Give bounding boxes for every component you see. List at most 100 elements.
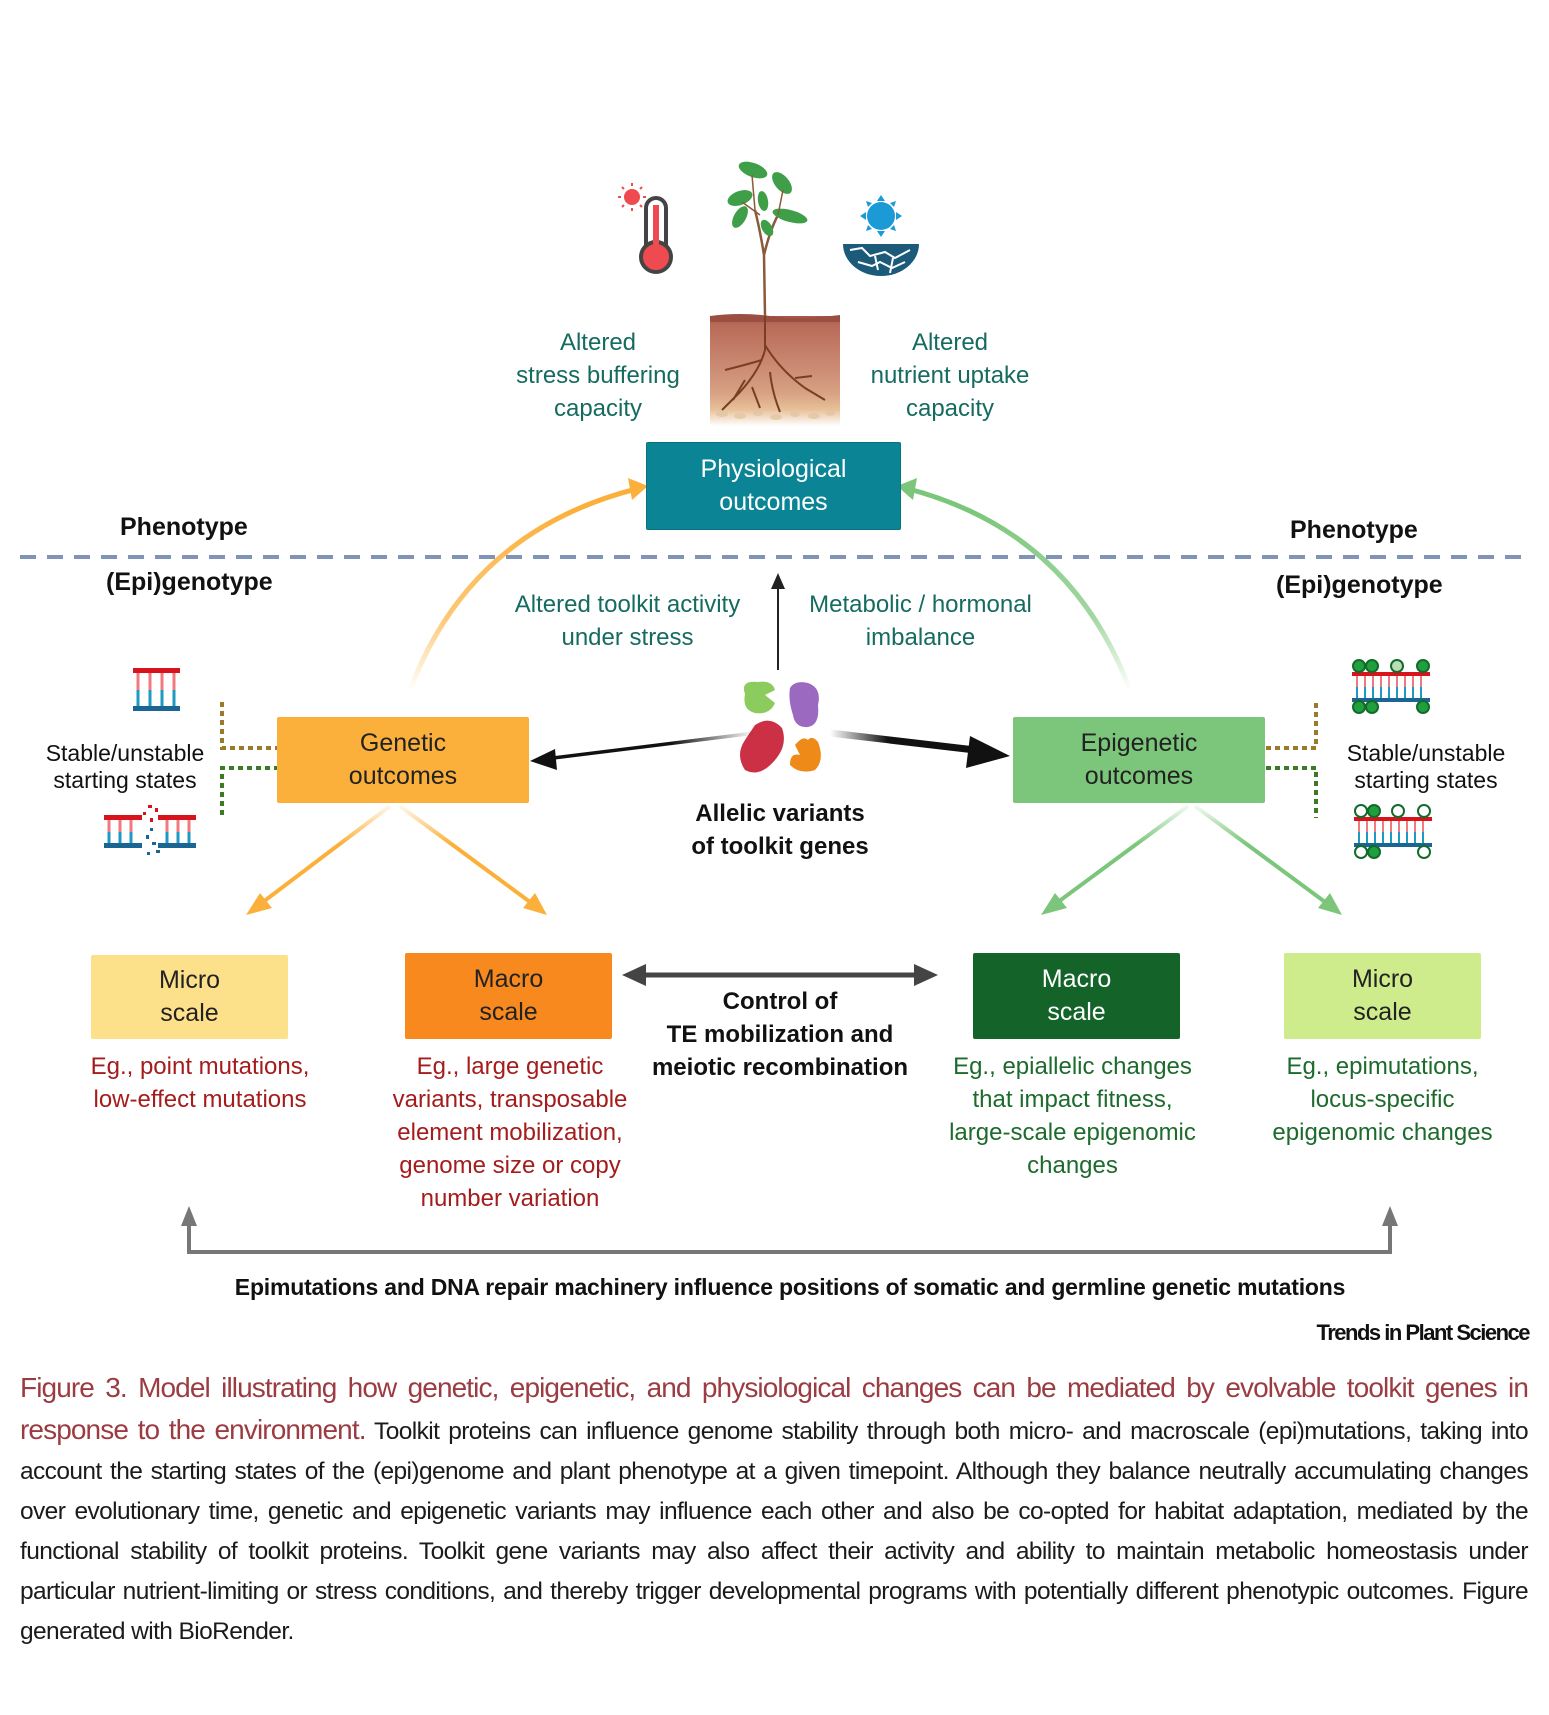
label-line: stress buffering — [516, 362, 680, 389]
dna-partially-methylated-icon — [1354, 804, 1432, 859]
label-line: Stable/unstable — [45, 740, 205, 766]
label-line: capacity — [553, 395, 643, 422]
bottom-statement: Epimutations and DNA repair machinery in… — [234, 1274, 1346, 1300]
box-line: scale — [1353, 998, 1412, 1026]
label-line: Altered — [911, 329, 989, 356]
label-line: meiotic recombination — [651, 1054, 909, 1081]
nutrient-uptake-label: Altered nutrient uptake capacity — [846, 326, 1054, 425]
box-line: outcomes — [719, 488, 828, 516]
label-line: starting states — [53, 767, 197, 793]
box-line: outcomes — [1084, 762, 1194, 790]
phenotype-label-left: Phenotype — [120, 513, 248, 541]
arrowhead — [1318, 893, 1342, 915]
desc-line: element mobilization, — [397, 1119, 623, 1146]
toolkit-proteins-icon — [740, 681, 821, 773]
box-line: Macro — [1041, 965, 1112, 993]
desc-line: variants, transposable — [392, 1086, 628, 1113]
epigenetic-outcomes-box: Epigenetic outcomes — [1013, 717, 1265, 803]
box-line: Micro — [158, 966, 221, 994]
label-line: Control of — [722, 988, 838, 1015]
starting-states-label-left: Stable/unstable starting states — [30, 740, 220, 794]
desc-line: low-effect mutations — [93, 1086, 307, 1113]
label-line: TE mobilization and — [666, 1021, 894, 1048]
bottom-bracket-arrow — [187, 1225, 1392, 1254]
desc-line: number variation — [420, 1185, 600, 1212]
epigenetic-micro-scale-box: Micro scale — [1284, 953, 1481, 1039]
box-line: scale — [1047, 998, 1106, 1026]
box-line: Physiological — [700, 455, 847, 483]
arrowhead — [246, 893, 272, 915]
desc-line: that impact fitness, — [972, 1086, 1173, 1113]
arrowhead — [966, 736, 1010, 768]
epigenotype-label-left: (Epi)genotype — [106, 568, 273, 596]
epigenetic-to-physiological-arrow — [904, 485, 1133, 691]
epigenetic-macro-scale-box: Macro scale — [973, 953, 1180, 1039]
desc-line: epigenomic changes — [1272, 1119, 1493, 1146]
epigenotype-label-right: (Epi)genotype — [1276, 571, 1443, 599]
dna-methylated-icon — [1352, 659, 1430, 714]
box-line: scale — [479, 998, 538, 1026]
label-line: starting states — [1354, 767, 1498, 793]
arrowhead — [914, 964, 938, 986]
te-control-label: Control of TE mobilization and meiotic r… — [640, 985, 920, 1084]
box-line: Epigenetic — [1080, 729, 1198, 757]
arrowhead — [1041, 893, 1067, 915]
label-line: imbalance — [865, 624, 976, 651]
starting-states-connector-right — [1248, 702, 1318, 818]
arrowhead — [530, 749, 557, 770]
box-line: Micro — [1351, 965, 1414, 993]
label-line: Stable/unstable — [1346, 740, 1506, 766]
arrowhead — [771, 573, 785, 589]
epigenetic-macro-description: Eg., epiallelic changes that impact fitn… — [930, 1050, 1215, 1182]
thermometer-icon — [618, 183, 673, 274]
arrowhead — [897, 478, 917, 500]
dna-broken-icon — [104, 805, 196, 855]
arrowhead — [622, 964, 646, 986]
figure-graphics — [20, 161, 1530, 1254]
desc-line: Eg., point mutations, — [90, 1053, 310, 1080]
starting-states-label-right: Stable/unstable starting states — [1330, 740, 1522, 794]
genetic-to-micro-arrow — [261, 804, 392, 904]
desc-line: Eg., epimutations, — [1286, 1053, 1479, 1080]
desc-line: Eg., large genetic — [416, 1053, 604, 1080]
proteins-to-genetic-arrow — [544, 731, 756, 761]
label-line: nutrient uptake — [870, 362, 1030, 389]
epigenetic-to-macro-arrow — [1056, 804, 1190, 904]
altered-toolkit-label: Altered toolkit activity under stress — [495, 588, 760, 654]
genetic-micro-description: Eg., point mutations, low-effect mutatio… — [70, 1050, 330, 1116]
caption-title: Figure 3. Model illustrating how genetic… — [20, 1372, 1529, 1445]
allelic-variants-label: Allelic variants of toolkit genes — [640, 797, 920, 863]
starting-states-connector-left — [220, 702, 288, 818]
figure-caption: Figure 3. Model illustrating how genetic… — [20, 1368, 1529, 1652]
desc-line: large-scale epigenomic — [949, 1119, 1196, 1146]
label-line: Metabolic / hormonal — [809, 591, 1032, 618]
box-line: Genetic — [359, 729, 447, 757]
label-line: Altered toolkit activity — [514, 591, 741, 618]
metabolic-label: Metabolic / hormonal imbalance — [793, 588, 1048, 654]
desc-line: changes — [1027, 1152, 1118, 1179]
sun-over-dry-soil-icon — [843, 195, 919, 276]
label-line: of toolkit genes — [691, 833, 869, 860]
stress-buffering-label: Altered stress buffering capacity — [488, 326, 708, 425]
arrowhead — [523, 893, 547, 915]
arrowhead — [628, 478, 648, 500]
label-line: capacity — [905, 395, 995, 422]
plant-in-soil-icon — [710, 161, 840, 426]
arrowhead — [181, 1206, 197, 1226]
dna-stable-icon — [133, 668, 180, 711]
proteins-to-epigenetic-arrow — [829, 729, 976, 754]
label-line: under stress — [561, 624, 694, 651]
genetic-to-macro-arrow — [398, 804, 532, 904]
arrowhead — [1382, 1206, 1398, 1226]
epigenetic-micro-description: Eg., epimutations, locus-specific epigen… — [1245, 1050, 1520, 1149]
genetic-macro-description: Eg., large genetic variants, transposabl… — [380, 1050, 640, 1215]
genetic-to-physiological-arrow — [407, 485, 641, 691]
phenotype-label-right: Phenotype — [1290, 516, 1418, 544]
physiological-outcomes-box: Physiological outcomes — [646, 442, 901, 530]
genetic-outcomes-box: Genetic outcomes — [277, 717, 529, 803]
epigenetic-to-micro-arrow — [1193, 804, 1327, 904]
desc-line: locus-specific — [1310, 1086, 1455, 1113]
desc-line: Eg., epiallelic changes — [953, 1053, 1192, 1080]
journal-name: Trends in Plant Science — [1316, 1320, 1531, 1345]
desc-line: genome size or copy — [399, 1152, 621, 1179]
